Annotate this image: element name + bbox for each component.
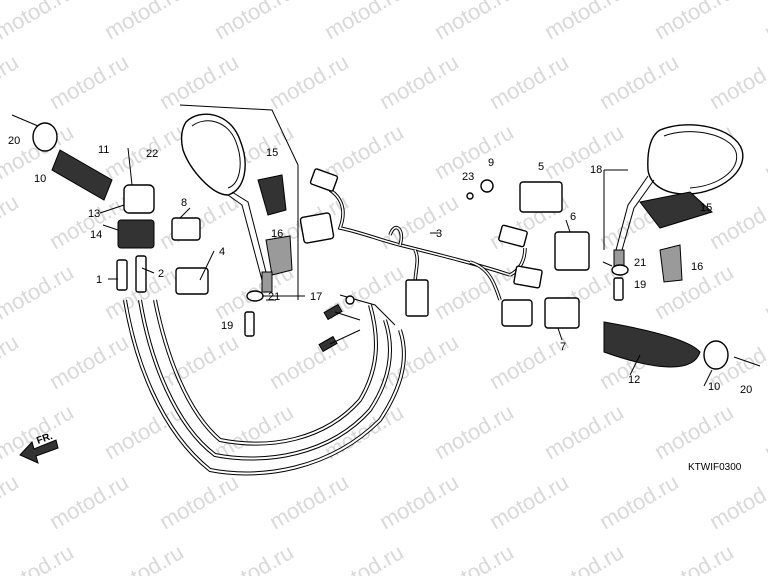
left-grip-assembly xyxy=(11,114,209,295)
watermark-text: motod.ru xyxy=(45,329,133,394)
callout-19: 19 xyxy=(221,320,233,332)
callout-16: 16 xyxy=(271,228,283,240)
callout-20-right: 20 xyxy=(740,384,752,396)
watermark-text: motod.ru xyxy=(100,0,188,44)
wire-harness xyxy=(299,168,543,327)
watermark-text: motod.ru xyxy=(155,469,243,534)
right-mirror xyxy=(603,124,744,301)
watermark-text: motod.ru xyxy=(485,329,573,394)
front-direction-label: FR. xyxy=(35,431,54,447)
watermark-text: motod.ru xyxy=(155,49,243,114)
callout-13: 13 xyxy=(88,208,100,220)
watermark-text: motod.ru xyxy=(760,119,768,184)
watermark-text: motod.ru xyxy=(540,539,628,576)
watermark-text: motod.ru xyxy=(265,469,353,534)
right-grip-assembly xyxy=(466,179,761,370)
callout-7: 7 xyxy=(560,341,566,353)
watermark-text: motod.ru xyxy=(0,329,23,394)
watermark-text: motod.ru xyxy=(760,0,768,44)
watermark-text: motod.ru xyxy=(540,0,628,44)
leader-lines xyxy=(99,204,713,387)
watermark-text: motod.ru xyxy=(100,539,188,576)
callout-10: 10 xyxy=(34,173,46,185)
watermark-text: motod.ru xyxy=(0,49,23,114)
callout-17: 17 xyxy=(310,291,322,303)
watermark-text: motod.ru xyxy=(485,469,573,534)
watermark-text: motod.ru xyxy=(760,259,768,324)
callout-11: 11 xyxy=(98,144,109,156)
watermark-text: motod.ru xyxy=(430,399,518,464)
callout-14: 14 xyxy=(90,229,102,241)
callout-19-right: 19 xyxy=(634,279,646,291)
callout-5: 5 xyxy=(538,161,544,173)
left-mirror xyxy=(179,104,299,337)
watermark-text: motod.ru xyxy=(595,49,683,114)
watermark-text: motod.ru xyxy=(0,259,78,324)
watermark-text: motod.ru xyxy=(760,539,768,576)
callout-3: 3 xyxy=(436,228,442,240)
watermark-text: motod.ru xyxy=(375,49,463,114)
diagram-code: KTWIF0300 xyxy=(688,462,742,473)
callout-21-right: 21 xyxy=(634,257,646,269)
watermark-text: motod.ru xyxy=(430,0,518,44)
callout-20: 20 xyxy=(8,135,20,147)
callout-9: 9 xyxy=(488,157,494,169)
callout-23: 23 xyxy=(462,171,474,183)
watermark-text: motod.ru xyxy=(210,0,298,44)
watermark-text: motod.ru xyxy=(0,539,78,576)
watermark-text: motod.ru xyxy=(100,119,188,184)
watermark-text: motod.ru xyxy=(650,399,738,464)
callout-8: 8 xyxy=(181,197,187,209)
watermark-text: motod.ru xyxy=(650,539,738,576)
watermark-text: motod.ru xyxy=(155,329,243,394)
watermark-text: motod.ru xyxy=(540,119,628,184)
watermark-text: motod.ru xyxy=(650,0,738,44)
callout-4: 4 xyxy=(219,246,225,258)
callout-15-right: 15 xyxy=(700,202,712,214)
watermark-text: motod.ru xyxy=(540,399,628,464)
watermark-text: motod.ru xyxy=(0,469,23,534)
watermark-text: motod.ru xyxy=(705,49,768,114)
watermark-text: motod.ru xyxy=(705,469,768,534)
callout-18: 18 xyxy=(590,164,602,176)
front-direction-indicator xyxy=(19,439,59,464)
callout-22: 22 xyxy=(146,148,158,160)
watermark-text: motod.ru xyxy=(760,399,768,464)
callout-10-right: 10 xyxy=(708,381,720,393)
callout-2: 2 xyxy=(158,268,164,280)
watermark-text: motod.ru xyxy=(375,469,463,534)
callout-labels: 1 2 3 4 5 6 7 8 9 10 10 11 12 13 14 15 1… xyxy=(8,135,752,396)
watermark-text: motod.ru xyxy=(320,539,408,576)
watermark-text: motod.ru xyxy=(0,189,23,254)
throttle-cables xyxy=(123,294,406,476)
callout-21: 21 xyxy=(268,291,280,303)
watermark-text: motod.ru xyxy=(375,189,463,254)
watermark-text: motod.ru xyxy=(320,0,408,44)
watermark-text: motod.ru xyxy=(485,49,573,114)
callout-16-right: 16 xyxy=(691,261,703,273)
watermark-text: motod.ru xyxy=(705,189,768,254)
callout-12: 12 xyxy=(628,374,640,386)
watermark-text: motod.ru xyxy=(430,539,518,576)
callout-1: 1 xyxy=(96,274,102,286)
watermark-text: motod.ru xyxy=(45,469,133,534)
watermark-text: motod.ru xyxy=(265,49,353,114)
callout-6: 6 xyxy=(570,211,576,223)
watermark-text: motod.ru xyxy=(0,0,78,44)
callout-15: 15 xyxy=(266,147,278,159)
watermark-text: motod.ru xyxy=(45,49,133,114)
watermark-text: motod.ru xyxy=(595,469,683,534)
watermark-text: motod.ru xyxy=(210,539,298,576)
